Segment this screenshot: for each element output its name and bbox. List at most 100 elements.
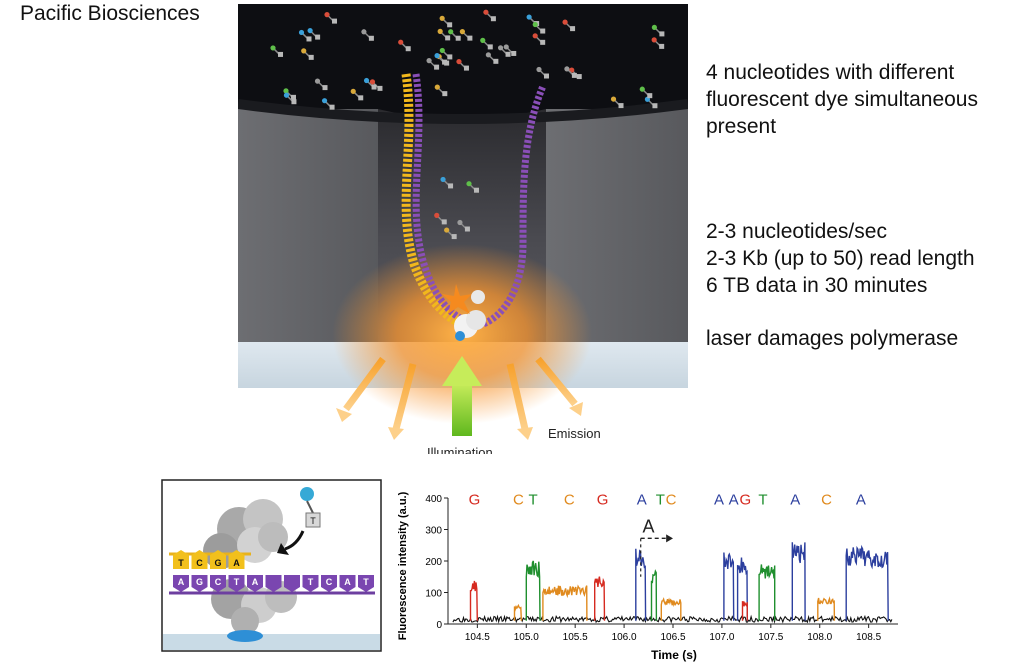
x-tick-label: 108.0 — [807, 632, 832, 643]
pulse-A — [736, 557, 748, 621]
note-line: 4 nucleotides with different — [706, 61, 955, 84]
nucleotide-icon — [440, 176, 454, 189]
nucleotide-icon — [434, 53, 448, 65]
pulse-T — [758, 564, 776, 621]
x-tick-label: 106.5 — [660, 632, 685, 643]
primer-base-letter: C — [196, 558, 203, 568]
nucleotide-icon — [480, 37, 493, 50]
nucleotide-icon — [610, 96, 624, 109]
x-tick-label: 107.5 — [758, 632, 783, 643]
x-tick-label: 107.0 — [709, 632, 734, 643]
note-line: 2-3 Kb (up to 50) read length — [706, 247, 975, 270]
incoming-nucleotide-letter: T — [310, 516, 316, 526]
primer-base: G — [210, 550, 226, 569]
nucleotide-icon — [321, 98, 335, 110]
nucleotide-icon — [439, 15, 453, 28]
pulse-G — [469, 580, 478, 621]
incoming-nucleotide-dye — [300, 487, 314, 501]
trace-pulses — [469, 542, 889, 621]
pulse-C — [513, 603, 523, 621]
template-base: T — [358, 575, 374, 592]
base-call: C — [666, 491, 677, 508]
nucleotide-icon — [459, 29, 473, 41]
primer-base: A — [228, 550, 245, 569]
pulse-C — [542, 584, 588, 621]
nucleotide-icon — [426, 58, 440, 70]
base-call: G — [469, 491, 481, 508]
primer-base-letter: G — [214, 558, 221, 568]
primer-base-letter: A — [233, 558, 240, 568]
emission-label: Emission — [548, 426, 601, 441]
pulse-C — [660, 597, 682, 621]
note-nucleotides: 4 nucleotides with different fluorescent… — [706, 59, 978, 140]
y-tick-label: 100 — [425, 589, 442, 600]
template-base: A — [339, 575, 356, 592]
note-line: 2-3 nucleotides/sec — [706, 220, 887, 243]
x-tick-label: 104.5 — [465, 632, 490, 643]
template-base-letter: G — [196, 577, 203, 587]
template-base: C — [210, 575, 226, 592]
nucleotide-icon — [283, 88, 296, 100]
template-base — [284, 575, 300, 592]
template-base: C — [321, 575, 337, 592]
base-call: A — [790, 491, 800, 508]
base-call: T — [656, 491, 665, 508]
note-damage: laser damages polymerase — [706, 327, 959, 350]
nucleotide-icon — [497, 45, 511, 57]
pulse-T — [650, 569, 658, 621]
template-base-letter: T — [308, 577, 314, 587]
nucleotide-icon — [314, 78, 328, 91]
nucleotide-icon — [651, 24, 665, 37]
base-call: A — [714, 491, 724, 508]
pulse-G — [594, 576, 606, 621]
y-axis-label: Fluorescence intensity (a.u.) — [397, 491, 409, 640]
dna-strand-yellow — [401, 73, 471, 331]
emission-arrows — [336, 356, 583, 440]
nucleotide-icon — [270, 45, 284, 57]
template-base: A — [173, 575, 189, 592]
nucleotide-icon — [324, 12, 338, 24]
nucleotide-icon — [503, 44, 517, 56]
nucleotide-icon — [448, 29, 461, 41]
incorporation-arrow-icon — [284, 530, 305, 551]
nucleotide-icon — [361, 29, 374, 41]
y-tick-label: 200 — [425, 557, 442, 568]
nucleotide-icon — [350, 88, 364, 101]
nucleotide-icon — [298, 29, 312, 42]
template-base: T — [302, 575, 319, 592]
base-call: A — [637, 491, 647, 508]
nucleotide-icon — [457, 219, 470, 232]
template-base-letter: C — [326, 577, 333, 587]
nucleotide-icon — [363, 77, 377, 90]
nucleotide-icon — [456, 58, 469, 71]
pulse-annotation: A — [640, 517, 673, 577]
pulse-A — [635, 548, 647, 621]
base-call: A — [729, 491, 739, 508]
note-line: 6 TB data in 30 minutes — [706, 274, 928, 297]
base-call: C — [513, 491, 524, 508]
fluorescence-flash-icon — [442, 284, 472, 314]
dna-strand-purple-right — [473, 84, 547, 330]
base-call: C — [821, 491, 832, 508]
template-base-letter: T — [363, 577, 369, 587]
y-tick-label: 400 — [425, 494, 442, 505]
template-base — [265, 575, 282, 592]
pulse-T — [525, 560, 541, 621]
template-base: T — [228, 575, 245, 592]
baseline-trace — [452, 614, 893, 624]
x-tick-label: 108.5 — [856, 632, 881, 643]
dna-strand-purple — [412, 73, 475, 326]
pulse-A — [845, 544, 889, 621]
base-call: G — [740, 491, 752, 508]
illumination-arrow — [452, 384, 472, 436]
nucleotide-icon — [536, 66, 549, 79]
nucleotide-icon — [562, 19, 576, 32]
nucleotide-icon — [301, 48, 314, 60]
base-call: G — [597, 491, 609, 508]
nucleotide-icon — [283, 92, 297, 105]
template-base-letter: T — [234, 577, 240, 587]
